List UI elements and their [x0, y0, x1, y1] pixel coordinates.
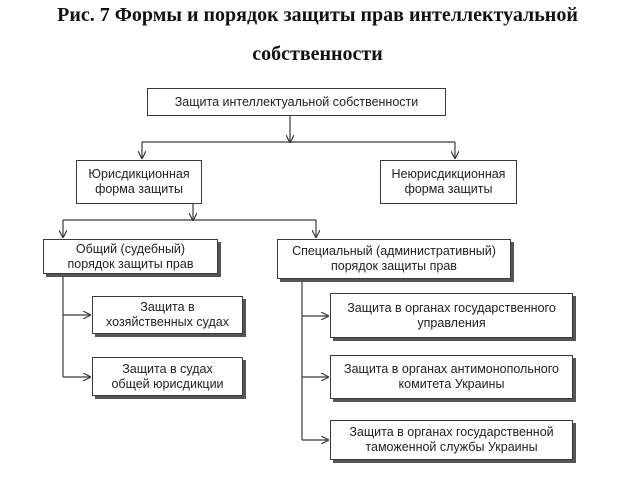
- figure-title-line-2: собственности: [252, 43, 383, 65]
- figure-title-line-1: Рис. 7 Формы и порядок защиты прав интел…: [57, 4, 578, 26]
- node-antimonopoly: Защита в органах антимонопольного комите…: [330, 355, 573, 399]
- node-customs: Защита в органах государственной таможен…: [330, 420, 573, 460]
- node-jurisdictional: Юрисдикционная форма защиты: [76, 160, 202, 204]
- node-general-courts: Защита в судах общей юрисдикции: [92, 357, 243, 396]
- node-state-bodies: Защита в органах государственного управл…: [330, 293, 573, 338]
- node-root: Защита интеллектуальной собственности: [147, 88, 446, 116]
- node-general-procedure: Общий (судебный) порядок защиты прав: [43, 239, 218, 274]
- node-special-procedure: Специальный (административный) порядок з…: [277, 239, 511, 279]
- node-non-jurisdictional: Неюрисдикционная форма защиты: [380, 160, 517, 204]
- node-commercial-courts: Защита в хозяйственных судах: [92, 296, 243, 334]
